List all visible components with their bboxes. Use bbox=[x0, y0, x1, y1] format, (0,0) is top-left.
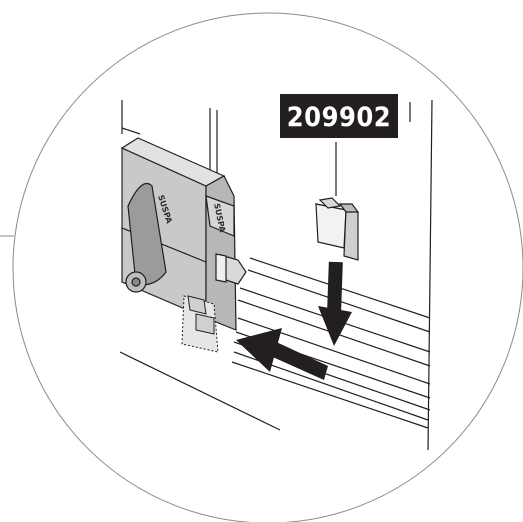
part-number-text: 209902 bbox=[287, 102, 391, 133]
left-arrow-icon bbox=[236, 328, 328, 380]
clip-ghost bbox=[181, 295, 219, 353]
down-arrow-icon bbox=[318, 261, 352, 346]
lever bbox=[125, 182, 167, 293]
detail-circle bbox=[12, 12, 523, 522]
latch-hook bbox=[215, 253, 247, 285]
part-number-label: 209902 bbox=[280, 94, 398, 138]
clip-part-209902 bbox=[315, 197, 360, 261]
